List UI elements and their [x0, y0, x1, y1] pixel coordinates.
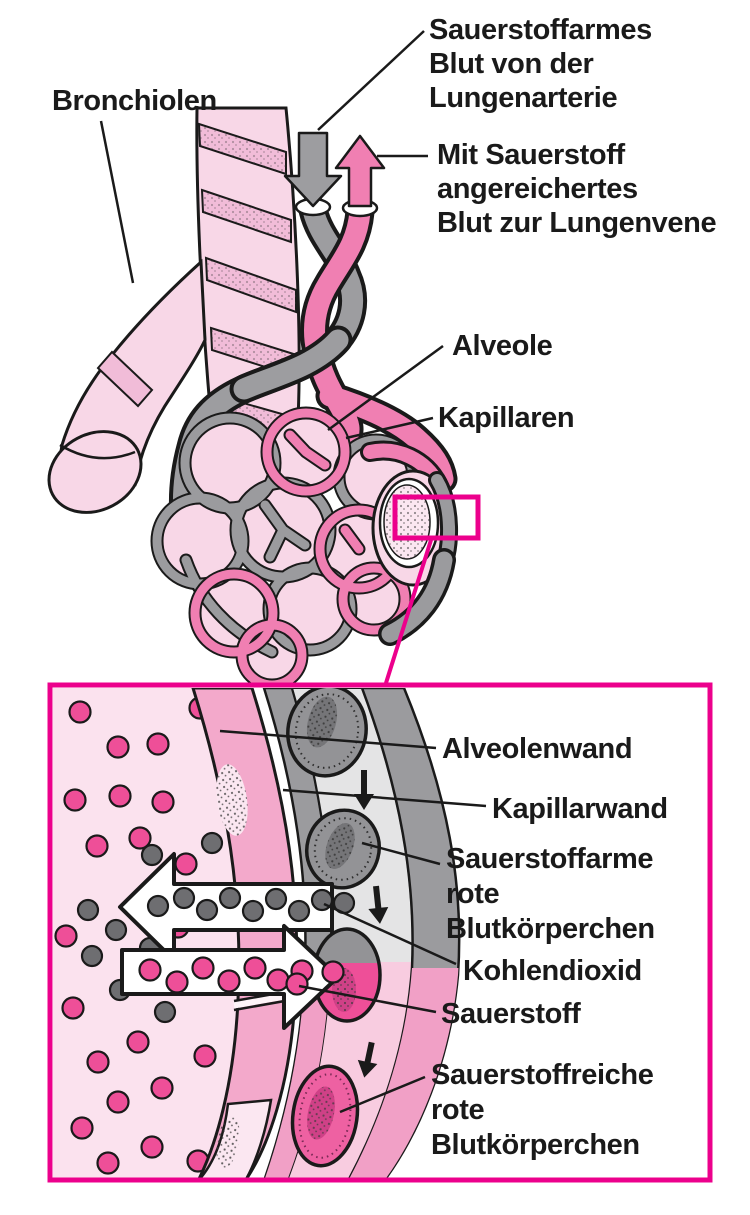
- leader-kapillaren: [345, 416, 434, 440]
- leader-lines-top: [99, 30, 444, 440]
- oxygen-molecule-dots-arrow: [138, 956, 345, 996]
- label-kapillaren: Kapillaren: [438, 402, 575, 434]
- label-kapillarwand: Kapillarwand: [492, 793, 668, 825]
- capillary-network-pink: [188, 406, 412, 692]
- label-rbc-poor: Sauerstoffarme rote Blutkörperchen: [446, 843, 655, 945]
- leader-lines-inset: [219, 729, 487, 1114]
- rbc-oxygen-poor-1: [286, 688, 368, 778]
- leader-bronchiolen: [99, 120, 135, 284]
- inset-border: [47, 682, 713, 1183]
- co2-molecule-dots-arrow: [146, 886, 356, 923]
- rbc-oxygen-rich: [290, 1064, 360, 1168]
- alveolar-wall: [191, 688, 299, 1178]
- leader-kohlendioxid: [323, 902, 457, 966]
- label-sauerstoff: Sauerstoff: [441, 998, 581, 1030]
- leader-rbc-poor: [361, 841, 441, 866]
- label-kohlendioxid: Kohlendioxid: [463, 955, 642, 987]
- rbc-oxygen-poor-2: [305, 808, 381, 890]
- inset-magnified-view: [47, 682, 713, 1183]
- label-alveolenwand: Alveolenwand: [442, 733, 633, 765]
- leader-alveolenwand: [219, 729, 437, 750]
- label-artery: Sauerstoffarmes Blut von der Lungenarter…: [429, 14, 652, 114]
- label-alveole: Alveole: [452, 330, 553, 362]
- capillary-wall-right: [348, 688, 461, 1178]
- deoxygenated-blood-down-arrow-icon: [283, 131, 343, 208]
- label-vein: Mit Sauerstoff angereichertes Blut zur L…: [437, 139, 717, 239]
- artery-over-vein-crossing: [229, 325, 353, 404]
- leader-rbc-rich: [339, 1075, 426, 1114]
- leader-alveole: [327, 344, 444, 432]
- leader-kapillarwand: [282, 788, 487, 808]
- leader-artery-label: [317, 30, 425, 131]
- zoom-source-rect: [392, 494, 481, 541]
- label-rbc-rich: Sauerstoffreiche rote Blutkörperchen: [431, 1059, 654, 1161]
- leader-sauerstoff: [298, 984, 437, 1014]
- zoom-connector-line: [384, 539, 433, 684]
- blood-flow-arrow-icons: [354, 770, 389, 1078]
- oxygenated-blood-up-arrow-icon: [334, 134, 386, 208]
- label-bronchiolen: Bronchiolen: [52, 85, 217, 117]
